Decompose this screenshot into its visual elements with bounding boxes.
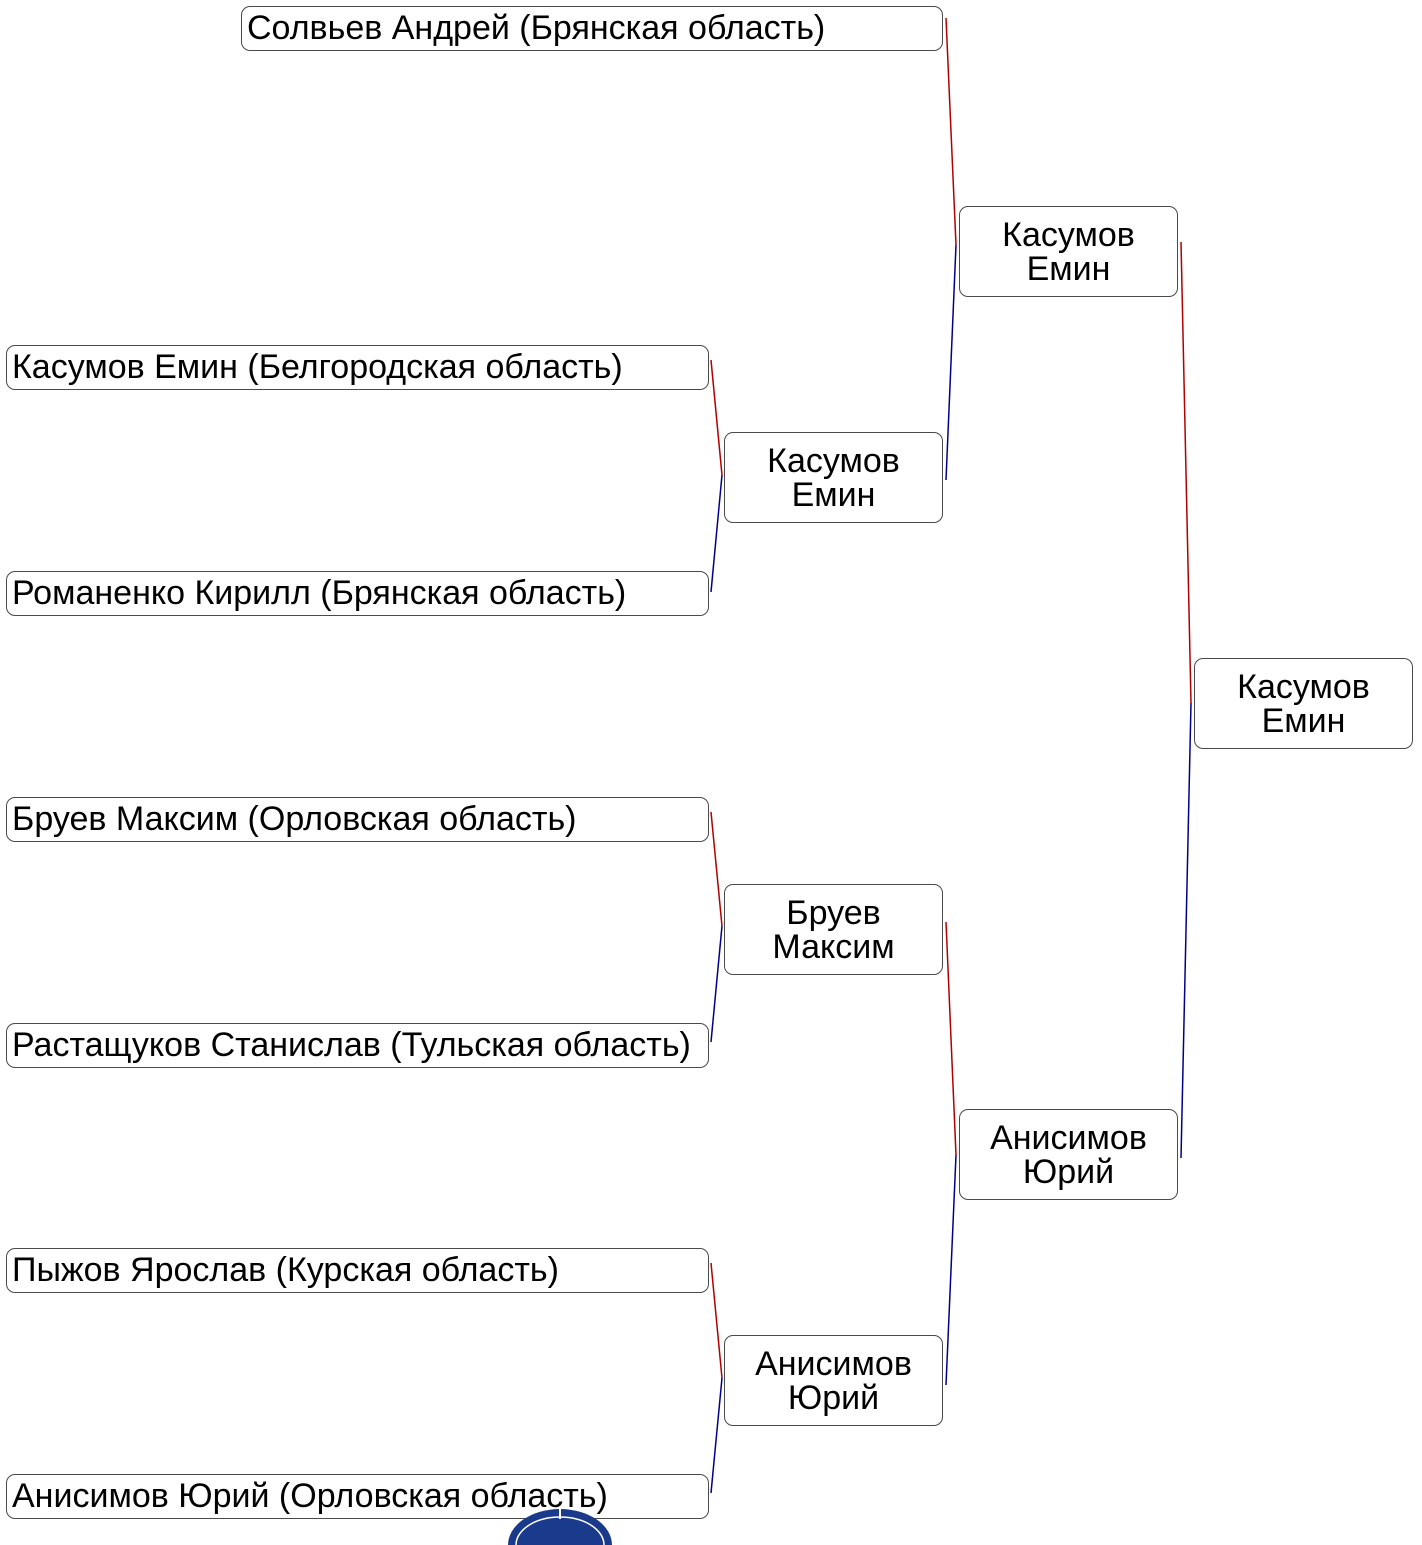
winner-surname: Касумов <box>1237 667 1370 706</box>
connector-r1-6-lower <box>710 1377 723 1494</box>
connector-sf2-lower <box>1180 702 1192 1159</box>
bracket-entry-r1-5: Пыжов Ярослав (Курская область) <box>6 1248 709 1293</box>
winner-surname: Бруев <box>786 893 881 932</box>
bracket-winner-qf-1: Касумов Емин <box>724 432 943 523</box>
bracket-winner-sf-2: Анисимов Юрий <box>959 1109 1178 1200</box>
bracket-entry-r1-1: Касумов Емин (Белгородская область) <box>6 345 709 390</box>
bracket-winner-final: Касумов Емин <box>1194 658 1413 749</box>
winner-surname: Касумов <box>767 441 900 480</box>
winner-surname: Касумов <box>1002 215 1135 254</box>
connector-r1-3-upper <box>710 811 723 927</box>
connector-bye-upper <box>945 17 957 246</box>
connector-qf2-upper <box>945 921 957 1156</box>
winner-surname: Анисимов <box>990 1118 1147 1157</box>
winner-name: Емин <box>1261 701 1346 740</box>
connector-qf1-lower <box>945 244 957 481</box>
winner-surname: Анисимов <box>755 1344 912 1383</box>
connector-r1-1-upper <box>710 359 723 476</box>
bracket-entry-r1-6: Анисимов Юрий (Орловская область) <box>6 1474 709 1519</box>
winner-name: Юрий <box>1022 1152 1115 1191</box>
bracket-entry-r1-2: Романенко Кирилл (Брянская область) <box>6 571 709 616</box>
winner-name: Юрий <box>787 1378 880 1417</box>
winner-name: Емин <box>1026 249 1111 288</box>
connector-r1-5-upper <box>710 1262 723 1379</box>
bracket-winner-qf-3: Анисимов Юрий <box>724 1335 943 1426</box>
winner-name: Емин <box>791 475 876 514</box>
bracket-winner-sf-1: Касумов Емин <box>959 206 1178 297</box>
connector-sf1-upper <box>1180 241 1192 704</box>
seal-stamp-icon <box>508 1509 612 1545</box>
bracket-winner-qf-2: Бруев Максим <box>724 884 943 975</box>
bracket-entry-r1-4: Растащуков Станислав (Тульская область) <box>6 1023 709 1068</box>
bracket-entry-r1-3: Бруев Максим (Орловская область) <box>6 797 709 842</box>
connector-qf3-lower <box>945 1154 957 1386</box>
bracket-entry-bye: Солвьев Андрей (Брянская область) <box>241 6 943 51</box>
connector-r1-4-lower <box>710 925 723 1043</box>
connector-r1-2-lower <box>710 474 723 593</box>
winner-name: Максим <box>772 927 895 966</box>
